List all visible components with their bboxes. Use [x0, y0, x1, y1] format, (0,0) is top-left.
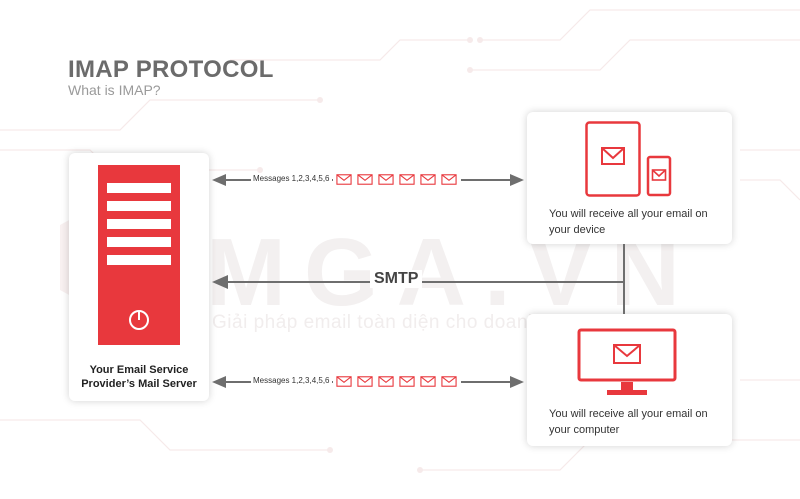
envelope-icon — [357, 174, 373, 185]
bottom-messages-label: Messages 1,2,3,4,5,6 — [251, 376, 332, 385]
envelope-icon — [357, 376, 373, 387]
device-card: You will receive all your email on your … — [527, 112, 732, 244]
envelope-icon — [336, 174, 352, 185]
envelope-icon — [399, 174, 415, 185]
server-label-line2: Provider’s Mail Server — [81, 378, 197, 390]
top-messages-label: Messages 1,2,3,4,5,6 — [251, 174, 332, 183]
computer-card: You will receive all your email on your … — [527, 314, 732, 446]
server-tower-icon — [98, 165, 180, 345]
envelope-icon — [420, 376, 436, 387]
bottom-message-envelopes — [333, 374, 461, 390]
computer-card-text: You will receive all your email on your … — [549, 408, 708, 436]
server-label-line1: Your Email Service — [89, 364, 189, 376]
page-subtitle: What is IMAP? — [68, 82, 161, 98]
page-title: IMAP PROTOCOL — [68, 56, 274, 83]
envelope-icon — [441, 174, 457, 185]
envelope-icon — [378, 376, 394, 387]
envelope-icon — [441, 376, 457, 387]
tablet-phone-icon — [585, 121, 672, 197]
envelope-icon — [378, 174, 394, 185]
envelope-icon — [336, 376, 352, 387]
smtp-label: SMTP — [370, 270, 423, 288]
smtp-connector — [212, 244, 625, 314]
envelope-icon — [420, 174, 436, 185]
server-label: Your Email Service Provider’s Mail Serve… — [69, 363, 209, 391]
watermark-tagline: Giải pháp email toàn diện cho doanh nghi… — [212, 312, 605, 333]
top-message-envelopes — [333, 172, 461, 188]
mail-server-card: Your Email Service Provider’s Mail Serve… — [69, 153, 209, 401]
computer-monitor-icon — [577, 328, 677, 395]
device-card-text: You will receive all your email on your … — [549, 208, 708, 236]
envelope-icon — [399, 376, 415, 387]
